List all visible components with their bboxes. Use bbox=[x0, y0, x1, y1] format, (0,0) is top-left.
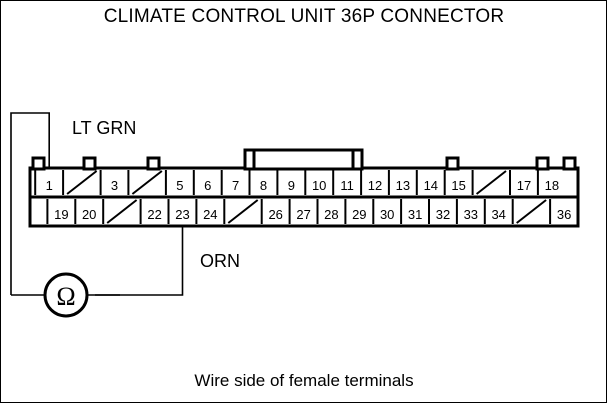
terminal-15: 15 bbox=[451, 178, 465, 193]
blank-terminal-slash bbox=[227, 199, 259, 224]
terminal-row-bottom: 19 20 22 23 24 26 27 28 29 30 31 32 33 34 36 bbox=[46, 199, 571, 224]
terminal-26: 26 bbox=[268, 207, 282, 222]
terminal-6: 6 bbox=[204, 178, 211, 193]
terminal-23: 23 bbox=[175, 207, 189, 222]
ohm-symbol: Ω bbox=[56, 282, 75, 311]
terminal-10: 10 bbox=[312, 178, 326, 193]
blank-terminal-slash bbox=[106, 199, 138, 224]
ohmmeter: Ω bbox=[11, 272, 120, 318]
terminal-5: 5 bbox=[176, 178, 183, 193]
terminal-14: 14 bbox=[424, 178, 438, 193]
terminal-20: 20 bbox=[82, 207, 96, 222]
terminal-28: 28 bbox=[324, 207, 338, 222]
terminal-18: 18 bbox=[545, 178, 559, 193]
terminal-32: 32 bbox=[436, 207, 450, 222]
housing-retainer-bracket bbox=[243, 148, 364, 171]
terminal-34: 34 bbox=[491, 207, 505, 222]
figure-caption: Wire side of female terminals bbox=[194, 371, 414, 390]
terminal-36: 36 bbox=[557, 207, 571, 222]
terminal-12: 12 bbox=[368, 178, 382, 193]
housing-locking-tabs bbox=[31, 156, 577, 171]
terminal-29: 29 bbox=[352, 207, 366, 222]
terminal-3: 3 bbox=[111, 178, 118, 193]
terminal-19: 19 bbox=[54, 207, 68, 222]
terminal-1: 1 bbox=[46, 178, 53, 193]
terminal-7: 7 bbox=[232, 178, 239, 193]
connector-housing bbox=[28, 148, 580, 228]
ohmmeter-body bbox=[43, 272, 89, 318]
terminal-27: 27 bbox=[296, 207, 310, 222]
wire-label-orn: ORN bbox=[200, 251, 240, 271]
terminal-22: 22 bbox=[147, 207, 161, 222]
terminal-30: 30 bbox=[380, 207, 394, 222]
terminal-24: 24 bbox=[203, 207, 217, 222]
terminal-8: 8 bbox=[260, 178, 267, 193]
terminal-9: 9 bbox=[288, 178, 295, 193]
blank-terminal-slash bbox=[475, 170, 507, 195]
page-title: CLIMATE CONTROL UNIT 36P CONNECTOR bbox=[103, 6, 505, 27]
wire-orn bbox=[95, 198, 184, 296]
wire-label-lt-grn: LT GRN bbox=[72, 118, 137, 138]
terminal-17: 17 bbox=[517, 178, 531, 193]
terminal-33: 33 bbox=[464, 207, 478, 222]
terminal-31: 31 bbox=[408, 207, 422, 222]
wire-lt-grn bbox=[10, 112, 50, 295]
terminal-13: 13 bbox=[396, 178, 410, 193]
blank-terminal-slash bbox=[516, 199, 547, 224]
blank-terminal-slash bbox=[131, 170, 163, 195]
blank-terminal-slash bbox=[66, 170, 98, 195]
terminal-11: 11 bbox=[340, 178, 354, 193]
